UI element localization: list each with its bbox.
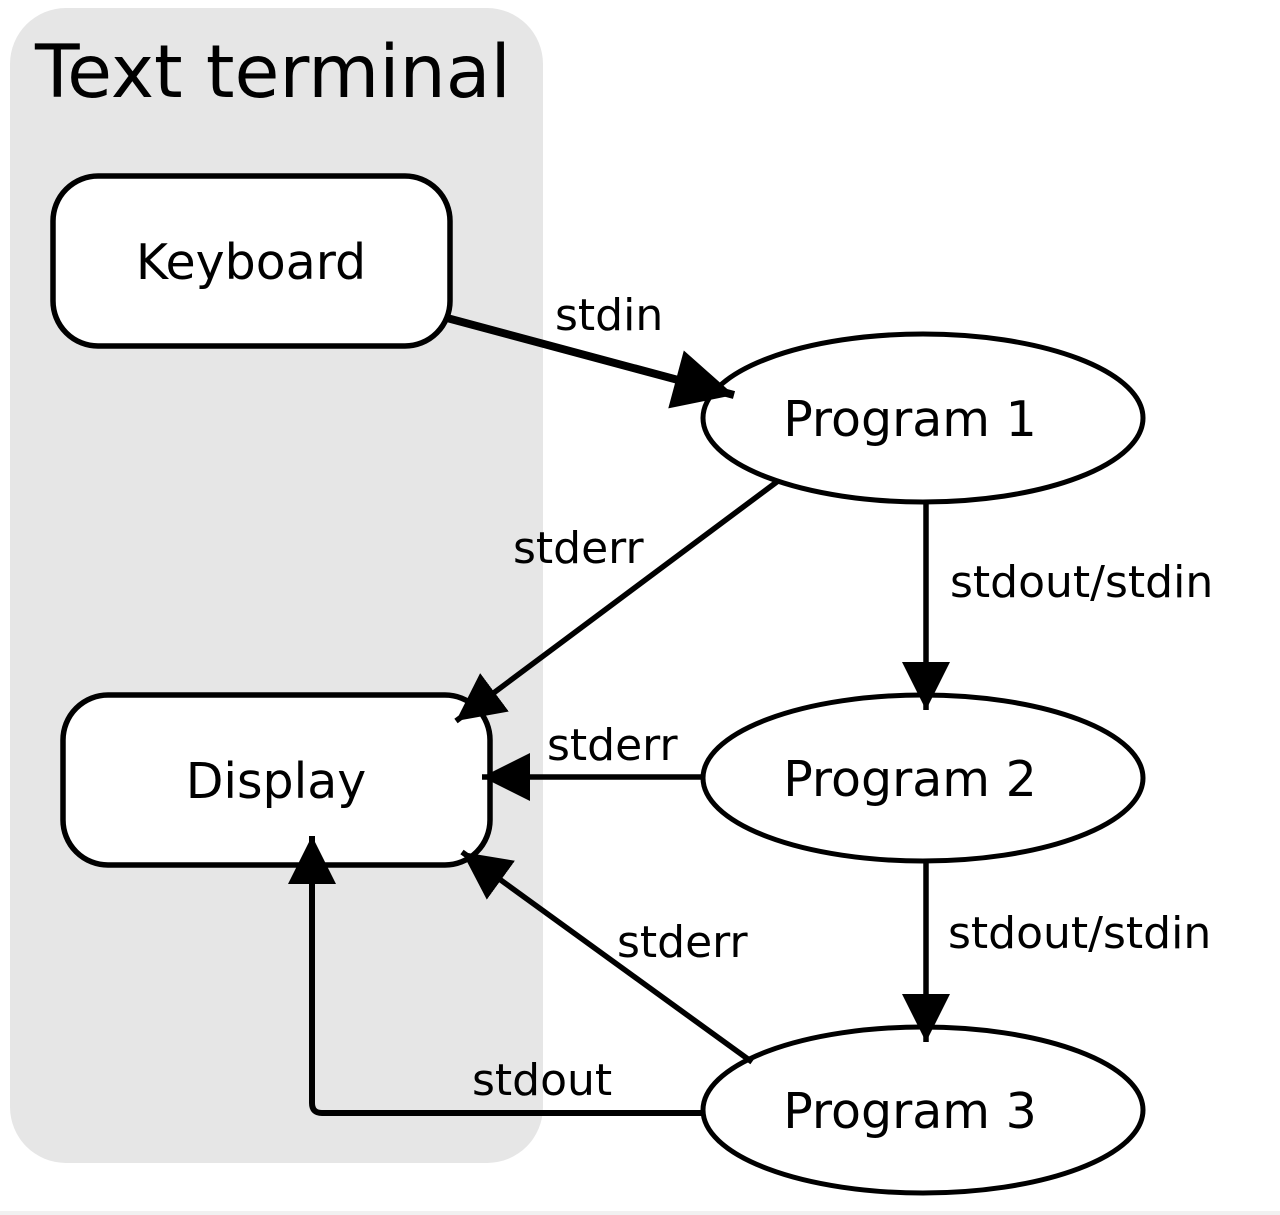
terminal-title: Text terminal — [34, 30, 511, 115]
node-display-label: Display — [186, 753, 367, 810]
edge-stdin-keyboard-to-program1 — [445, 314, 736, 409]
edge-stderr-program3-to-display — [460, 849, 754, 1065]
edge-label-stdout-program3: stdout — [472, 1055, 612, 1106]
edge-label-stderr-program2: stderr — [547, 720, 678, 771]
edge-stdout-program3-to-display — [288, 836, 703, 1116]
node-program1-label: Program 1 — [783, 391, 1037, 448]
edge-stderr-program1-to-display — [454, 478, 780, 724]
edge-label-stderr-program1: stderr — [513, 523, 644, 574]
node-program3-label: Program 3 — [783, 1083, 1037, 1140]
node-program1 — [700, 331, 1146, 505]
node-keyboard-label: Keyboard — [136, 234, 366, 291]
edge-label-stderr-program3: stderr — [617, 917, 748, 968]
bottom-separator — [0, 1211, 1280, 1215]
edge-label-stdin: stdin — [555, 290, 663, 341]
node-keyboard — [50, 173, 453, 349]
edge-label-stdout-stdin-program1: stdout/stdin — [950, 557, 1213, 608]
node-program2-label: Program 2 — [783, 751, 1037, 808]
edge-label-stdout-stdin-program2: stdout/stdin — [948, 908, 1211, 959]
